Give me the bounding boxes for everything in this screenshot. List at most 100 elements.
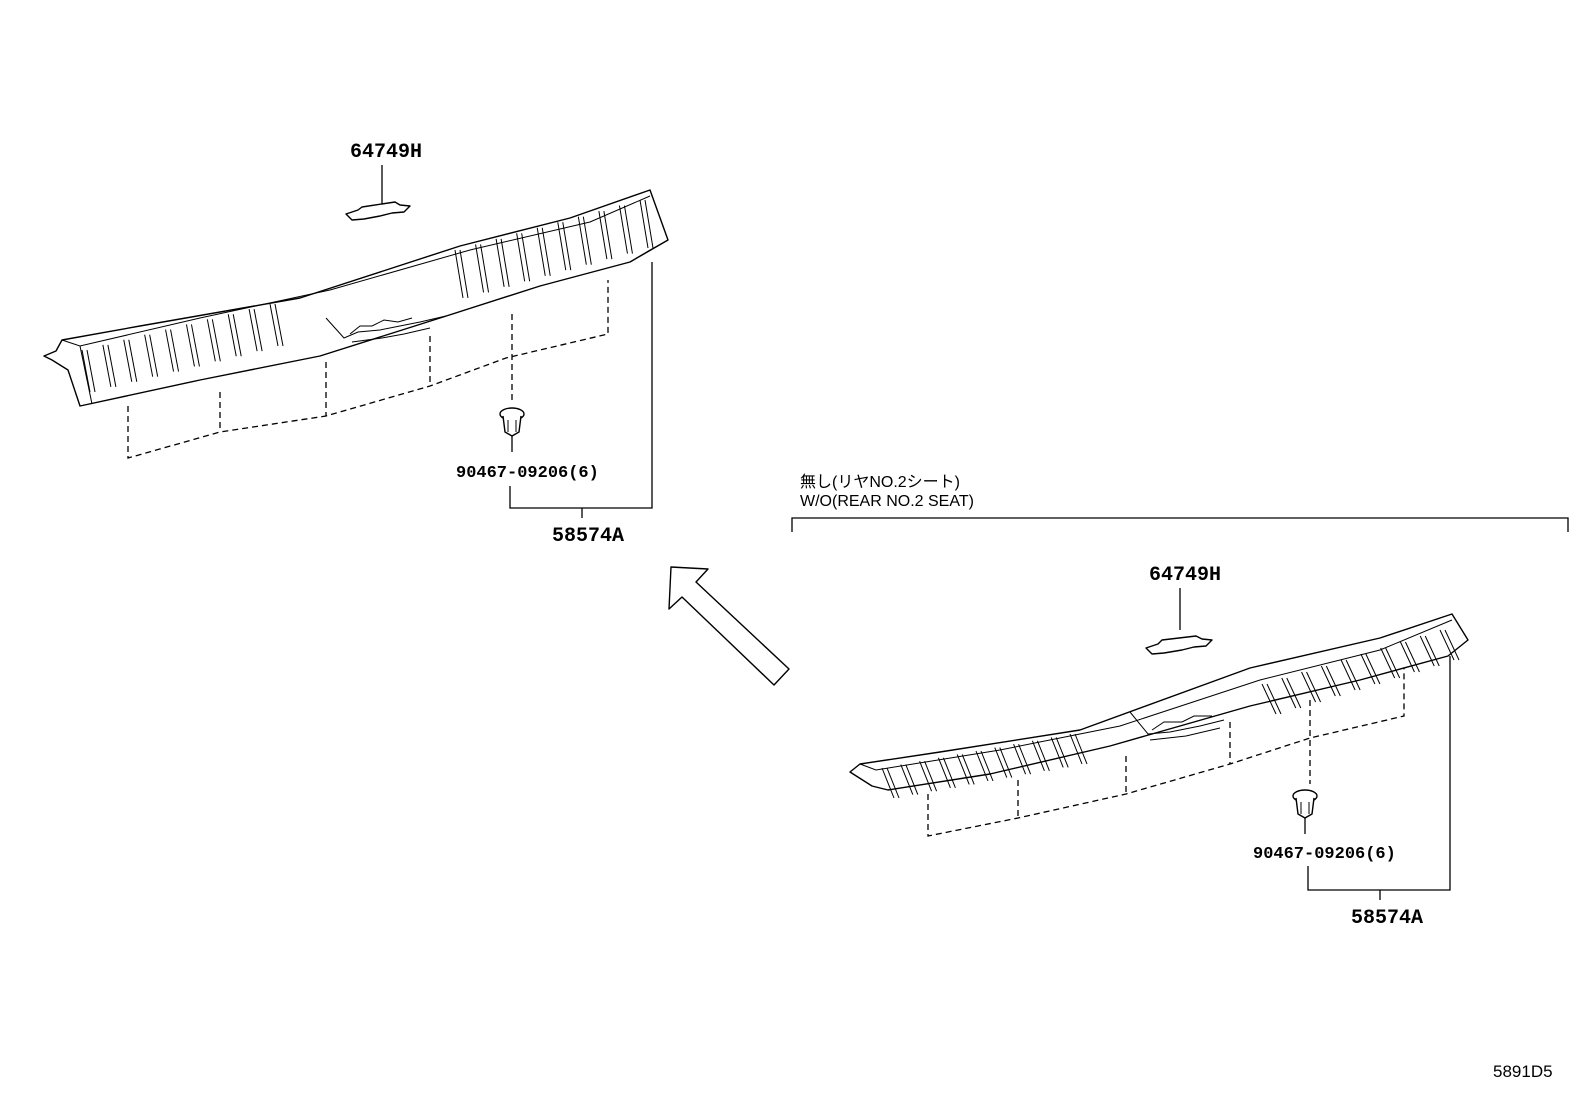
upper-assembly: 64749H <box>43 141 669 548</box>
garnish-rib <box>1404 641 1420 673</box>
garnish-rib <box>1360 653 1376 685</box>
garnish-rib <box>269 303 279 347</box>
garnish-rib <box>980 750 994 782</box>
variant-condition-note: 無し(リヤNO.2シート) W/O(REAR NO.2 SEAT) <box>791 473 1569 532</box>
garnish-rib <box>1266 683 1282 715</box>
upper-garnish-ribs-right <box>454 199 654 299</box>
garnish-rib <box>886 767 900 799</box>
lower-push-clip-icon[interactable] <box>1292 789 1318 834</box>
upper-garnish-panel[interactable] <box>43 189 669 407</box>
lower-clip-part[interactable] <box>1145 635 1213 655</box>
garnish-rib <box>86 349 96 393</box>
illustration-code: 5891D5 <box>1493 1062 1553 1081</box>
garnish-rib <box>905 764 919 795</box>
upper-clip-part-label[interactable]: 64749H <box>350 141 422 164</box>
garnish-rib <box>942 757 956 788</box>
garnish-rib <box>454 249 464 299</box>
upper-garnish-part-label[interactable]: 58574A <box>552 525 624 548</box>
garnish-rib <box>107 344 117 387</box>
garnish-rib <box>1018 744 1032 775</box>
garnish-rib <box>1281 677 1297 709</box>
garnish-rib <box>1031 740 1045 771</box>
garnish-rib <box>1424 635 1440 667</box>
garnish-rib <box>562 222 572 271</box>
garnish-rib <box>1261 683 1277 715</box>
garnish-rib <box>1340 659 1356 691</box>
lower-assembly: 64749H 90467-09206(6) <box>849 564 1469 930</box>
lower-clip-part-label[interactable]: 64749H <box>1149 564 1221 587</box>
garnish-rib <box>1444 629 1460 661</box>
garnish-rib <box>975 750 989 782</box>
garnish-rib <box>1345 659 1361 691</box>
upper-fastener-part-label[interactable]: 90467-09206(6) <box>456 464 599 483</box>
garnish-rib <box>956 754 970 785</box>
garnish-rib <box>1385 647 1401 679</box>
garnish-rib <box>1325 665 1341 697</box>
garnish-rib <box>144 334 154 377</box>
arrow-up-left-icon <box>668 566 790 686</box>
condition-bracket <box>791 517 1569 532</box>
upper-garnish-ribs-left <box>81 303 284 393</box>
garnish-rib <box>480 244 490 293</box>
garnish-rib <box>1419 635 1435 667</box>
garnish-rib <box>618 205 628 254</box>
lower-garnish-leader <box>1307 656 1451 891</box>
garnish-rib <box>1036 740 1050 771</box>
garnish-rib <box>232 314 242 357</box>
garnish-rib <box>516 233 526 282</box>
upper-clip-part[interactable] <box>345 201 411 221</box>
garnish-rib <box>495 238 505 287</box>
garnish-rib <box>102 344 112 387</box>
garnish-rib <box>1301 671 1317 703</box>
garnish-rib <box>81 349 91 393</box>
garnish-rib <box>1365 653 1381 685</box>
garnish-rib <box>937 757 951 788</box>
garnish-rib <box>598 211 608 260</box>
garnish-rib <box>123 339 133 382</box>
condition-english-text: W/O(REAR NO.2 SEAT) <box>800 493 974 510</box>
upper-mounting-dash-lines <box>127 280 609 459</box>
garnish-rib <box>1306 671 1322 703</box>
lower-garnish-panel[interactable] <box>849 613 1469 799</box>
garnish-rib <box>274 303 284 347</box>
garnish-rib <box>900 764 914 795</box>
garnish-rib <box>185 324 195 367</box>
upper-push-clip-icon[interactable] <box>499 407 525 452</box>
garnish-rib <box>1286 677 1302 709</box>
garnish-rib <box>1380 647 1396 679</box>
garnish-rib <box>919 761 933 792</box>
garnish-rib <box>639 199 649 249</box>
upper-garnish-leader <box>509 262 653 509</box>
condition-japanese-text: 無し(リヤNO.2シート) <box>800 473 960 491</box>
garnish-rib <box>1074 733 1088 765</box>
garnish-rib <box>170 329 180 372</box>
garnish-rib <box>1320 665 1336 697</box>
garnish-rib <box>248 309 258 352</box>
garnish-rib <box>1399 641 1415 673</box>
garnish-rib <box>227 314 237 357</box>
lower-garnish-part-label[interactable]: 58574A <box>1351 907 1423 930</box>
garnish-rib <box>582 216 592 265</box>
garnish-rib <box>1439 629 1455 661</box>
garnish-rib <box>1050 737 1064 768</box>
garnish-rib <box>881 767 895 799</box>
garnish-rib <box>999 747 1013 778</box>
garnish-rib <box>1055 737 1069 768</box>
garnish-rib <box>1013 744 1027 775</box>
garnish-rib <box>128 339 138 382</box>
lower-mounting-dash-lines <box>927 668 1405 837</box>
garnish-rib <box>211 319 221 362</box>
garnish-rib <box>149 334 159 377</box>
garnish-rib <box>475 244 485 293</box>
lower-garnish-ribs-left <box>881 733 1088 799</box>
lower-fastener-part-label[interactable]: 90467-09206(6) <box>1253 845 1396 864</box>
garnish-rib <box>577 216 587 265</box>
garnish-rib <box>190 324 200 367</box>
garnish-rib <box>521 233 531 282</box>
garnish-rib <box>459 249 469 299</box>
lower-garnish-ribs-right <box>1261 629 1460 715</box>
garnish-rib <box>500 238 510 287</box>
garnish-rib <box>541 227 551 276</box>
garnish-rib <box>924 761 938 792</box>
